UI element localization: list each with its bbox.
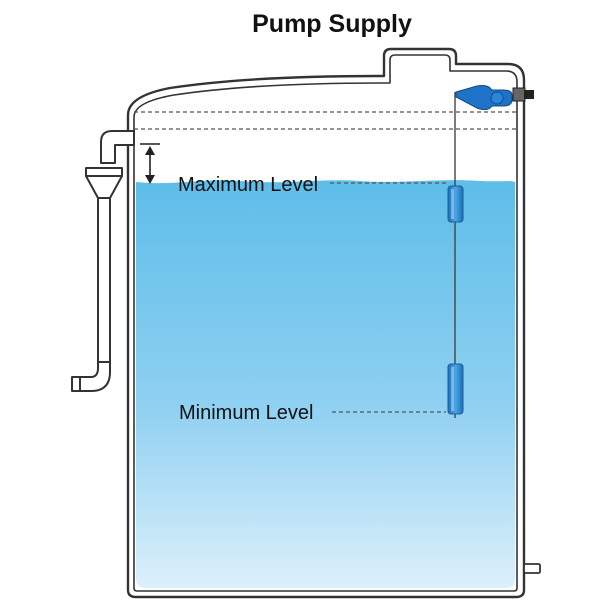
- tank-inner-wall: [133, 54, 518, 592]
- tank-outer-wall: [126, 47, 526, 599]
- water-body: [136, 180, 515, 588]
- minimum-level-label: Minimum Level: [179, 402, 313, 424]
- lower-float-icon: [447, 363, 464, 415]
- diagram-title: Pump Supply: [252, 10, 412, 38]
- freeboard-arrow: [140, 143, 160, 184]
- upper-float-icon: [447, 185, 464, 223]
- drain-port-icon: [523, 563, 541, 574]
- maximum-level-label: Maximum Level: [178, 174, 318, 196]
- overflow-pipe-icon: [71, 130, 135, 392]
